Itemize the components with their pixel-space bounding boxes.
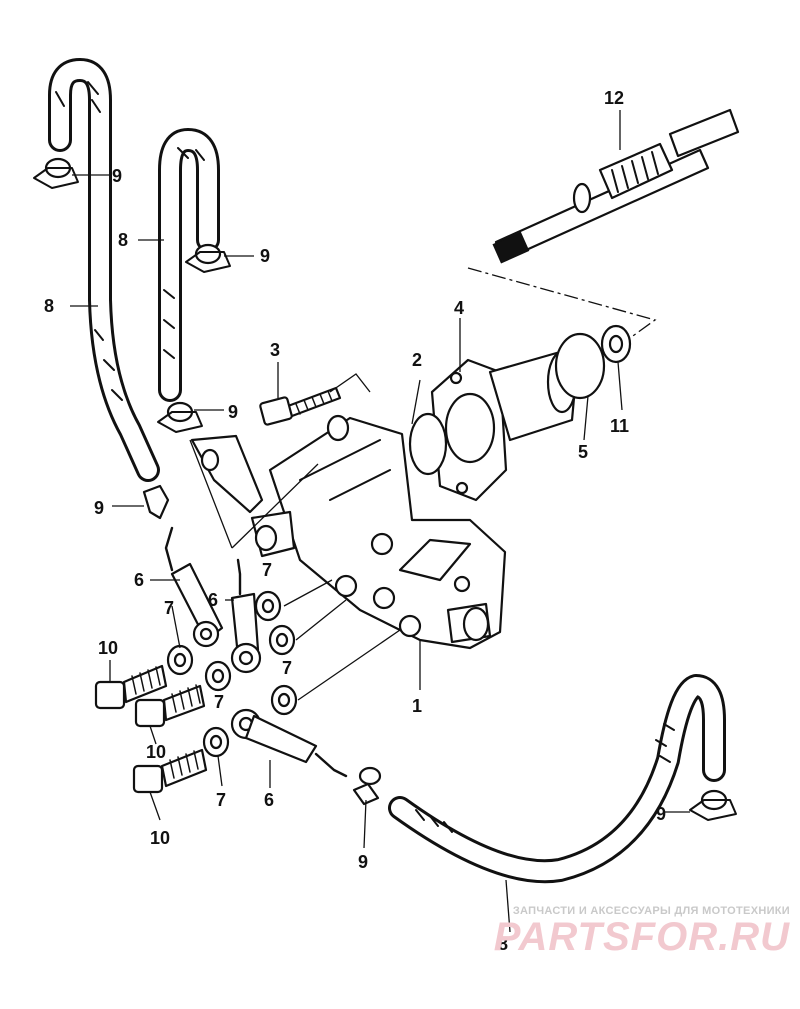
banjo-bolt-middle bbox=[134, 684, 206, 728]
callout-9-right: 9 bbox=[656, 804, 666, 824]
callout-9-lower-middle: 9 bbox=[228, 402, 238, 422]
banjo-bolt-bottom bbox=[132, 748, 208, 794]
site-watermark: ЗАПЧАСТИ И АКСЕССУАРЫ ДЛЯ МОТОТЕХНИКИ PA… bbox=[480, 905, 790, 957]
callout-6-upper-right: 6 bbox=[208, 590, 218, 610]
callout-6-lower: 6 bbox=[264, 790, 274, 810]
washer-11 bbox=[600, 324, 632, 364]
oil-pump-body bbox=[268, 414, 507, 650]
callout-8-middle: 8 bbox=[118, 230, 128, 250]
hose-clamp-lower-middle bbox=[157, 401, 203, 433]
banjo-fitting-upper-right bbox=[230, 558, 262, 674]
callout-7-d: 7 bbox=[214, 692, 224, 712]
callout-3: 3 bbox=[270, 340, 280, 360]
callout-9-top-left: 9 bbox=[112, 166, 122, 186]
oil-hose-lower-right bbox=[388, 674, 726, 884]
callout-7-a: 7 bbox=[164, 598, 174, 618]
shaft-centerline bbox=[467, 267, 657, 339]
callout-9-left: 9 bbox=[94, 498, 104, 518]
lever-guide-line bbox=[189, 439, 319, 549]
callout-10-top: 10 bbox=[98, 638, 118, 658]
callout-numbers: 1 2 3 4 5 6 6 6 7 7 7 7 7 8 8 8 9 9 9 9 … bbox=[44, 88, 666, 954]
callout-2: 2 bbox=[412, 350, 422, 370]
callout-7-c: 7 bbox=[282, 658, 292, 678]
callout-11: 11 bbox=[610, 416, 629, 436]
pump-control-lever bbox=[190, 434, 296, 558]
callout-leader-lines bbox=[70, 110, 690, 933]
callout-8-left: 8 bbox=[44, 296, 54, 316]
screw-guide-line bbox=[329, 373, 371, 393]
callout-10-bottom: 10 bbox=[150, 828, 170, 848]
o-ring-2 bbox=[408, 412, 448, 476]
watermark-logo: PARTSFOR.RU bbox=[493, 915, 790, 959]
hose-clamp-lower-right bbox=[689, 789, 737, 821]
hose-clamp-small-left bbox=[142, 484, 170, 520]
callout-1: 1 bbox=[412, 696, 422, 716]
callout-9-upper-middle: 9 bbox=[260, 246, 270, 266]
callout-7-e: 7 bbox=[216, 790, 226, 810]
washer-guide-lines bbox=[283, 579, 401, 701]
callout-10-middle: 10 bbox=[146, 742, 166, 762]
o-ring-5 bbox=[554, 332, 606, 400]
callout-4: 4 bbox=[454, 298, 464, 318]
hose-clamp-upper-middle bbox=[185, 243, 231, 273]
sealing-washers bbox=[166, 590, 298, 758]
callout-12: 12 bbox=[604, 88, 624, 108]
banjo-fitting-lower bbox=[230, 708, 348, 778]
oil-hose-left bbox=[48, 58, 160, 482]
callout-9-bottom: 9 bbox=[358, 852, 368, 872]
oil-hose-middle bbox=[158, 128, 220, 402]
hose-clamp-lower-center bbox=[352, 766, 382, 806]
callout-5: 5 bbox=[578, 442, 588, 462]
banjo-fitting-upper-left bbox=[164, 526, 224, 648]
callout-6-upper-left: 6 bbox=[134, 570, 144, 590]
pump-mounting-screw bbox=[259, 386, 342, 426]
banjo-bolt-top bbox=[94, 664, 168, 710]
pump-cover-plate bbox=[430, 350, 578, 502]
watermark-tagline: ЗАПЧАСТИ И АКСЕССУАРЫ ДЛЯ МОТОТЕХНИКИ bbox=[512, 905, 790, 917]
callout-7-b: 7 bbox=[262, 560, 272, 580]
callout-8-bottom: 8 bbox=[498, 934, 508, 954]
hose-clamp-top-left bbox=[33, 157, 79, 189]
pump-drive-shaft bbox=[492, 108, 740, 264]
